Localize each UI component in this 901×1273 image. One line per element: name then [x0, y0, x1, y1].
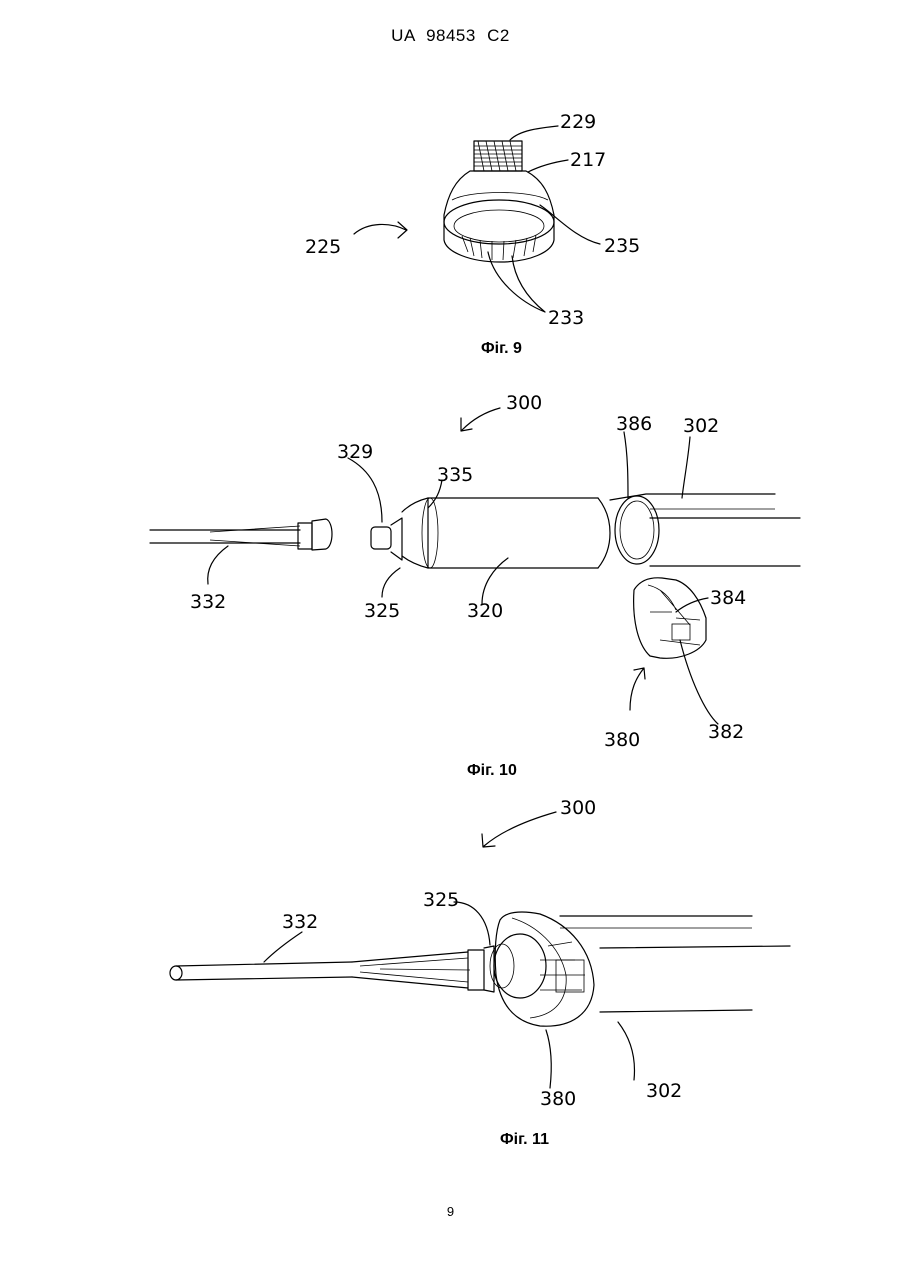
threaded-neck: [474, 141, 522, 171]
figure-10-drawing: 300 386 302 329 335 332 325 320 384 380 …: [0, 380, 901, 780]
label-217: 217: [570, 149, 606, 171]
needle-332: [170, 946, 494, 992]
label-380: 380: [540, 1088, 576, 1110]
label-382: 382: [708, 721, 744, 743]
label-302: 302: [683, 415, 719, 437]
housing-302: [560, 916, 790, 1012]
label-300: 300: [560, 797, 596, 819]
label-332: 332: [190, 591, 226, 613]
label-386: 386: [616, 413, 652, 435]
label-233: 233: [548, 307, 584, 329]
figure-10-caption: Фіг. 10: [467, 762, 517, 780]
label-332: 332: [282, 911, 318, 933]
clip-380: [495, 912, 594, 1026]
label-325: 325: [423, 889, 459, 911]
label-329: 329: [337, 441, 373, 463]
label-380: 380: [604, 729, 640, 751]
label-384: 384: [710, 587, 746, 609]
label-235: 235: [604, 235, 640, 257]
cap-body: [444, 171, 554, 262]
label-320: 320: [467, 600, 503, 622]
label-335: 335: [437, 464, 473, 486]
clip-380: [634, 578, 706, 658]
cartridge-320: [371, 498, 610, 568]
label-325: 325: [364, 600, 400, 622]
label-300: 300: [506, 392, 542, 414]
page-number: 9: [0, 1204, 901, 1219]
figure-9-caption: Фіг. 9: [481, 340, 522, 358]
label-302: 302: [646, 1080, 682, 1102]
figure-11-drawing: 300 325 332 380 302: [0, 790, 901, 1120]
figure-11-caption: Фіг. 11: [500, 1131, 549, 1149]
housing-302: [610, 494, 800, 566]
label-229: 229: [560, 111, 596, 133]
label-225: 225: [305, 236, 341, 258]
figure-9-drawing: 229 217 225 235 233: [0, 0, 901, 340]
needle-332: [150, 519, 332, 550]
